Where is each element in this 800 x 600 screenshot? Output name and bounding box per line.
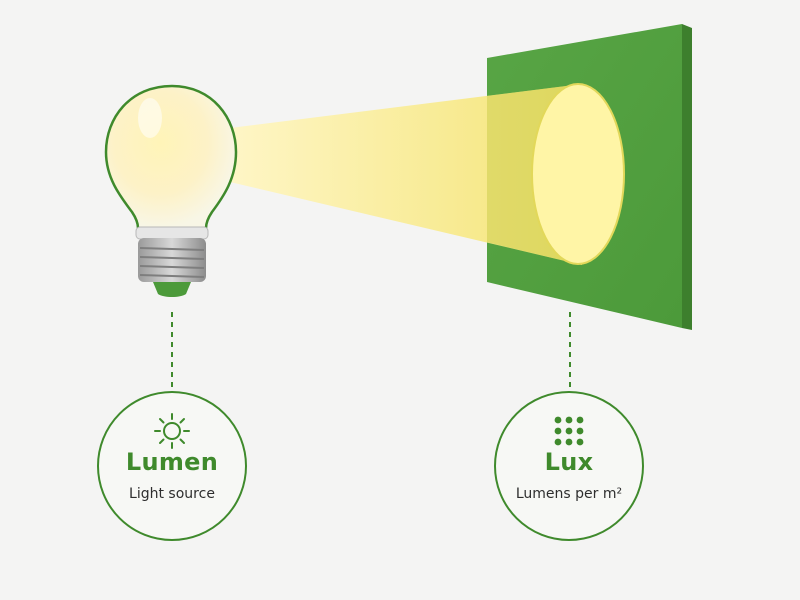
illuminated-spot: [531, 83, 625, 265]
lux-title: Lux: [544, 448, 594, 476]
lux-subtitle: Lumens per m²: [515, 486, 623, 502]
lux-label-circle: Lux Lumens per m²: [494, 391, 644, 541]
dot-grid-icon: [554, 416, 584, 446]
light-bulb: [104, 84, 238, 297]
lumen-label-circle: Lumen Light source: [97, 391, 247, 541]
lumen-title: Lumen: [125, 448, 219, 476]
lumen-subtitle: Light source: [129, 486, 215, 502]
sun-icon: [154, 413, 190, 449]
